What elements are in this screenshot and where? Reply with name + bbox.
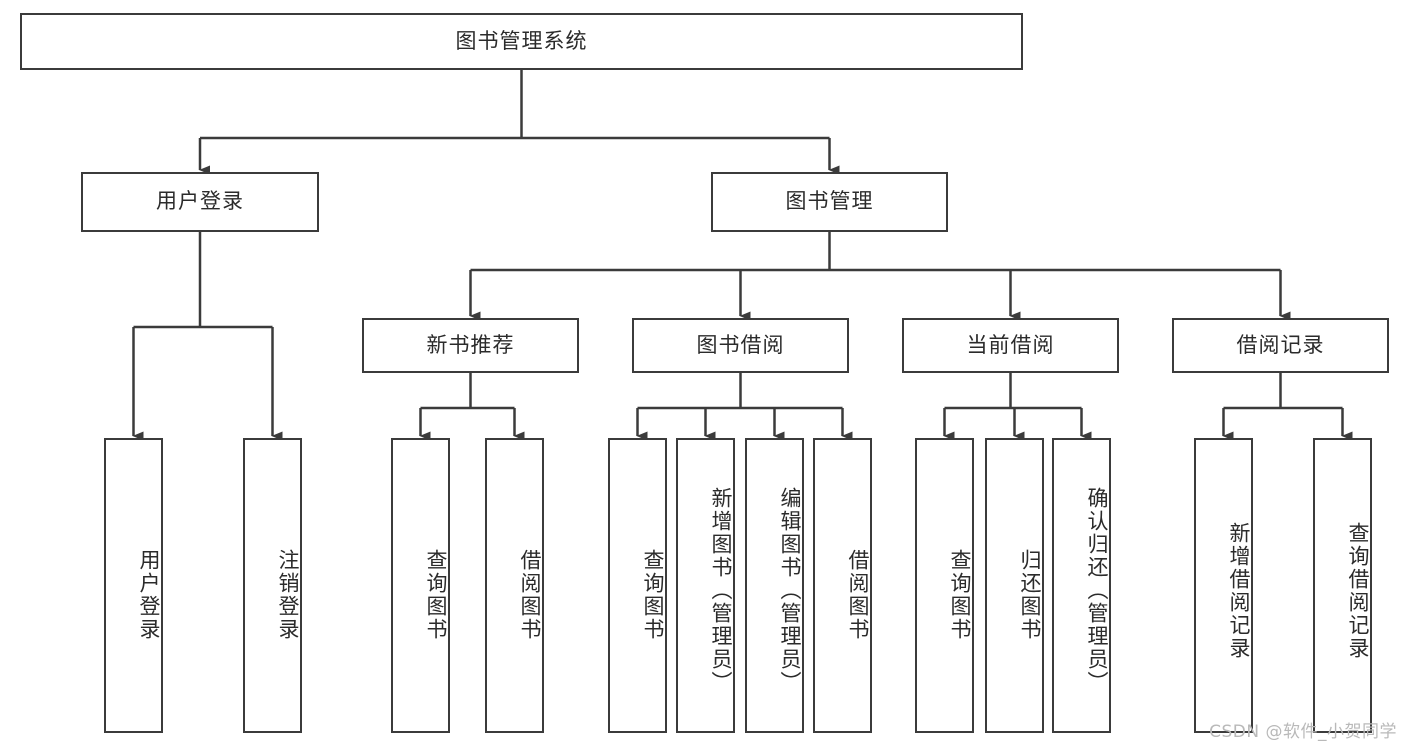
node-label: 新增借阅记录 bbox=[1227, 521, 1251, 660]
node-login[interactable]: 用户登录 bbox=[81, 172, 319, 232]
node-label: 用户登录 bbox=[156, 189, 244, 214]
node-label: 新书推荐 bbox=[426, 332, 515, 357]
node-leaf2[interactable]: 注销登录 bbox=[243, 438, 302, 733]
node-records[interactable]: 借阅记录 bbox=[1172, 318, 1389, 373]
node-label: 查询图书 bbox=[424, 548, 448, 641]
node-borrow[interactable]: 图书借阅 bbox=[632, 318, 849, 373]
node-root[interactable]: 图书管理系统 bbox=[20, 13, 1023, 70]
node-label: 确认归还（管理员） bbox=[1085, 487, 1109, 694]
node-label: 借阅记录 bbox=[1236, 332, 1325, 357]
node-label: 查询图书 bbox=[641, 548, 665, 641]
node-leaf13[interactable]: 查询借阅记录 bbox=[1313, 438, 1372, 733]
node-label: 图书借阅 bbox=[696, 332, 785, 357]
node-label: 新增图书（管理员） bbox=[709, 487, 733, 694]
node-leaf9[interactable]: 查询图书 bbox=[915, 438, 974, 733]
node-label: 图书管理系统 bbox=[455, 28, 588, 53]
node-label: 编辑图书（管理员） bbox=[778, 487, 802, 694]
node-label: 注销登录 bbox=[276, 548, 300, 641]
node-label: 用户登录 bbox=[137, 548, 161, 641]
node-leaf5[interactable]: 查询图书 bbox=[608, 438, 667, 733]
node-leaf3[interactable]: 查询图书 bbox=[391, 438, 450, 733]
node-newbook[interactable]: 新书推荐 bbox=[362, 318, 579, 373]
node-leaf6[interactable]: 新增图书（管理员） bbox=[676, 438, 735, 733]
node-leaf1[interactable]: 用户登录 bbox=[104, 438, 163, 733]
node-current[interactable]: 当前借阅 bbox=[902, 318, 1119, 373]
node-label: 借阅图书 bbox=[846, 548, 870, 641]
node-label: 查询借阅记录 bbox=[1346, 521, 1370, 660]
node-bookmgmt[interactable]: 图书管理 bbox=[711, 172, 948, 232]
node-label: 图书管理 bbox=[785, 189, 874, 214]
node-leaf12[interactable]: 新增借阅记录 bbox=[1194, 438, 1253, 733]
node-leaf8[interactable]: 借阅图书 bbox=[813, 438, 872, 733]
node-label: 借阅图书 bbox=[518, 548, 542, 641]
node-leaf10[interactable]: 归还图书 bbox=[985, 438, 1044, 733]
node-leaf11[interactable]: 确认归还（管理员） bbox=[1052, 438, 1111, 733]
node-label: 归还图书 bbox=[1018, 548, 1042, 641]
node-leaf7[interactable]: 编辑图书（管理员） bbox=[745, 438, 804, 733]
node-leaf4[interactable]: 借阅图书 bbox=[485, 438, 544, 733]
node-label: 当前借阅 bbox=[966, 332, 1055, 357]
csdn-watermark: CSDN @软件_小贺同学 bbox=[1209, 722, 1397, 742]
node-label: 查询图书 bbox=[948, 548, 972, 641]
